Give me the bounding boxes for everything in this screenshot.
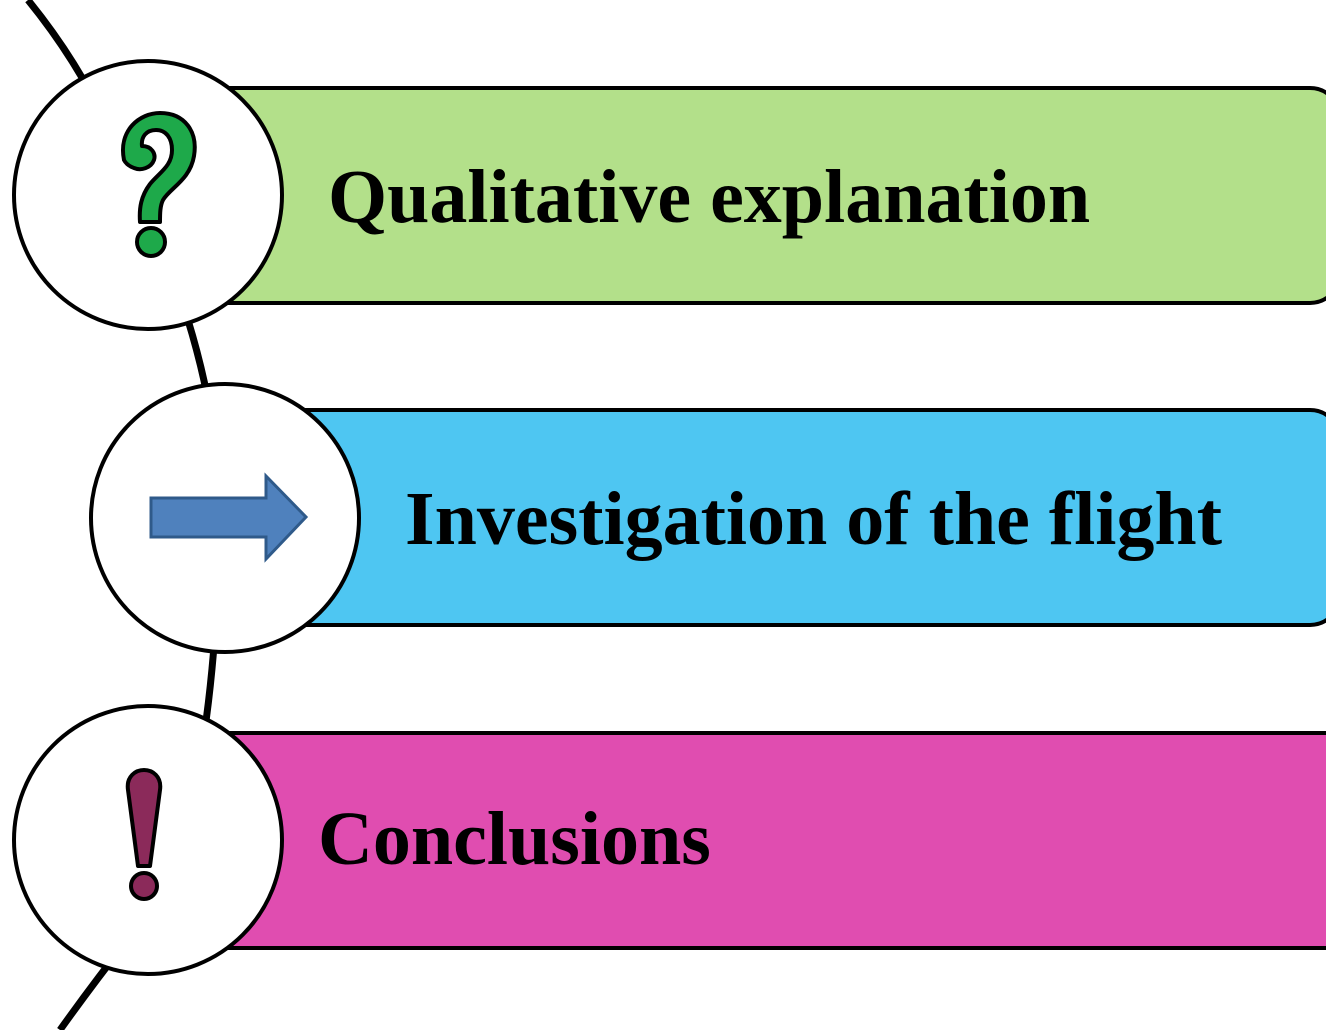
step-band	[148, 731, 1326, 950]
question-mark-icon	[121, 111, 197, 258]
step-investigation-of-the-flight: Investigation of the flight	[89, 382, 1326, 654]
step-label: Investigation of the flight	[405, 477, 1222, 561]
step-conclusions: Conclusions	[12, 704, 1326, 976]
step-label: Conclusions	[318, 797, 711, 881]
exclamation-mark-icon	[125, 768, 163, 901]
step-label: Qualitative explanation	[328, 155, 1090, 239]
step-qualitative-explanation: Qualitative explanation	[12, 59, 1326, 331]
right-arrow-icon	[149, 472, 309, 563]
